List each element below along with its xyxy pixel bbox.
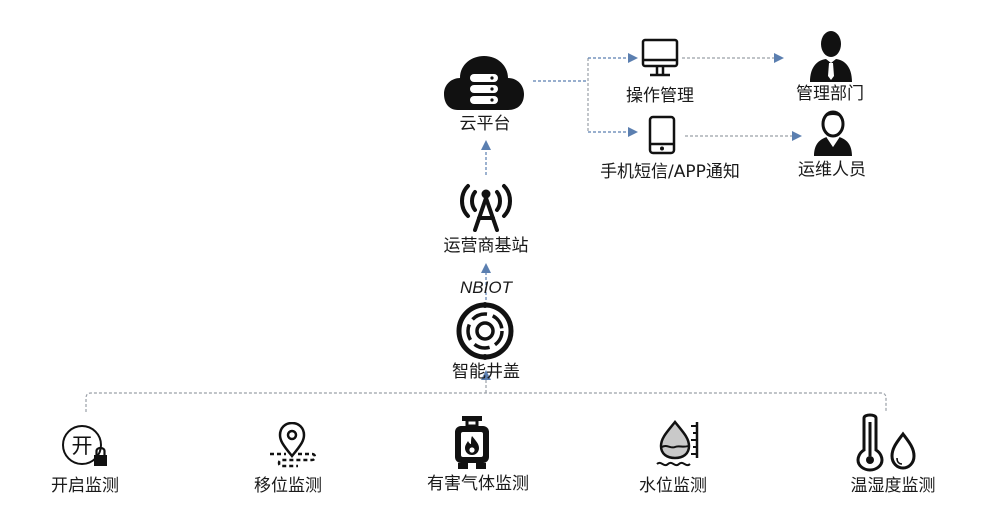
monitor-icon (641, 38, 679, 77)
thermometer-humidity-icon (856, 413, 916, 472)
gas-cylinder-icon (455, 416, 489, 469)
management-node (808, 30, 854, 82)
sms-label: 手机短信/APP通知 (600, 162, 740, 182)
cloud-label: 云平台 (459, 114, 511, 134)
protocol-label: NBIOT (460, 278, 512, 297)
open-lock-icon: 开 (62, 425, 107, 466)
cloud-server-icon (444, 56, 524, 110)
open-monitor-label: 开启监测 (51, 476, 119, 496)
staff-person-icon (814, 110, 852, 156)
displacement-monitor-label: 移位监测 (254, 476, 322, 496)
temp-humidity-monitor-node (856, 412, 918, 472)
location-pin-icon (270, 422, 317, 468)
temp-humidity-monitor-label: 温湿度监测 (850, 476, 936, 496)
base-station-node (458, 180, 514, 232)
displacement-monitor-node (268, 422, 320, 472)
operation-node (640, 38, 680, 78)
open-monitor-node: 开 (60, 424, 110, 468)
manhole-cover-icon (456, 302, 514, 360)
water-monitor-node (655, 420, 703, 468)
sms-node (648, 115, 676, 155)
svg-text:开: 开 (72, 434, 93, 458)
operation-label: 操作管理 (626, 86, 694, 106)
management-label: 管理部门 (796, 84, 864, 104)
maintenance-label: 运维人员 (798, 160, 866, 180)
signal-tower-icon (460, 184, 512, 232)
manhole-node (456, 302, 514, 360)
mobile-phone-icon (648, 115, 676, 155)
manhole-label: 智能井盖 (452, 362, 520, 382)
base-station-label: 运营商基站 (443, 236, 529, 256)
gas-monitor-label: 有害气体监测 (427, 474, 529, 494)
maintenance-node (812, 110, 854, 156)
water-level-icon (656, 420, 699, 467)
manager-person-icon (810, 31, 852, 82)
cloud-node (440, 52, 530, 112)
gas-monitor-node (452, 415, 492, 471)
water-monitor-label: 水位监测 (639, 476, 707, 496)
